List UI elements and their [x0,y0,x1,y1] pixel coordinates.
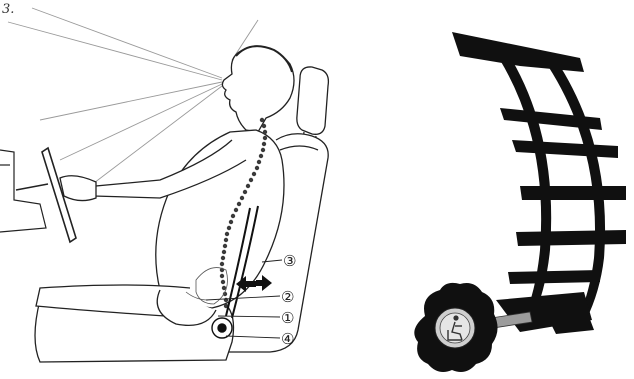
lumbar-support-device [414,32,626,372]
cross-straps [500,108,626,284]
knob-in-seat [212,318,232,338]
callouts: ③ ② ① ④ [281,252,296,348]
top-plate [452,32,584,72]
figure-label: 3. [2,2,14,17]
adjuster-knob [414,283,497,372]
dashboard [0,150,46,232]
callout-2: ② [281,288,294,306]
callout-4: ④ [281,330,294,348]
callout-1: ① [281,309,294,327]
callout-3: ③ [283,252,296,270]
